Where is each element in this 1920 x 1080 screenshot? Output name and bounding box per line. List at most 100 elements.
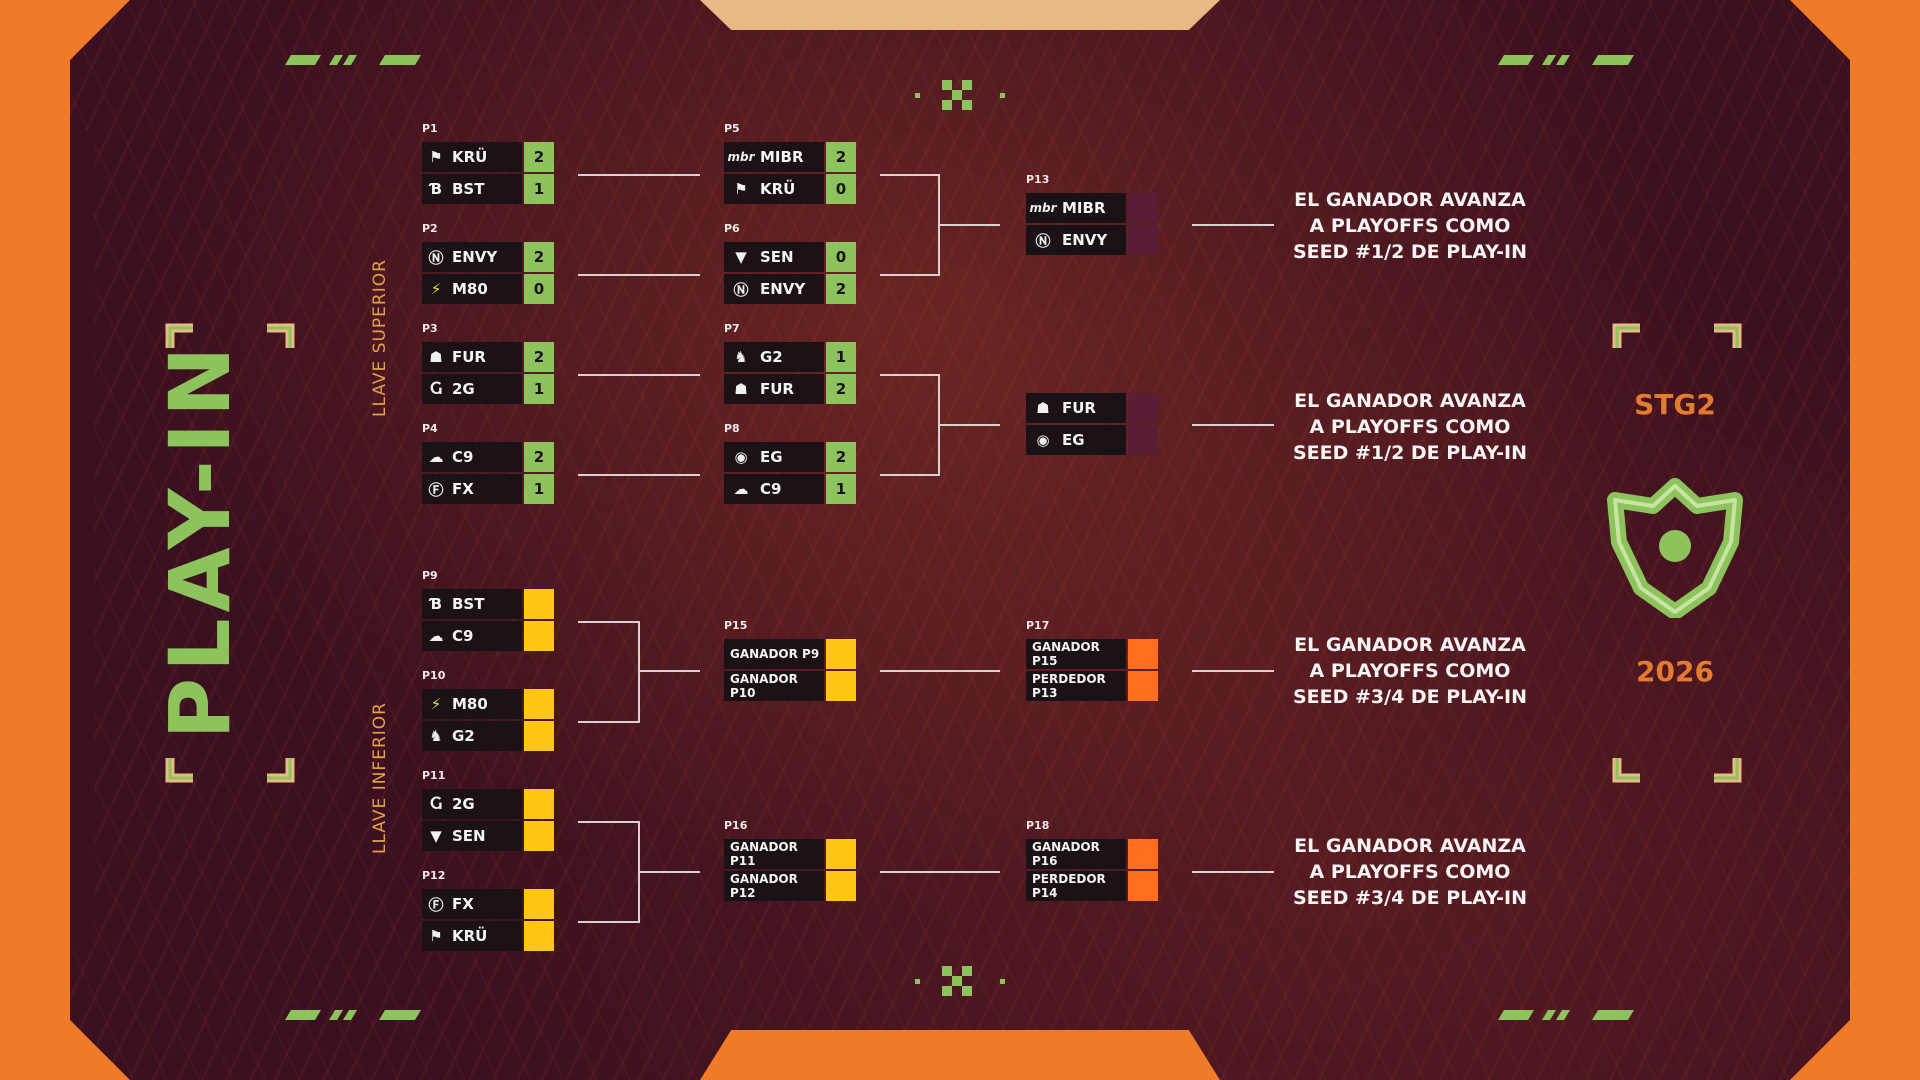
- cloud9-logo-icon: ☁: [733, 480, 749, 498]
- eg-logo-icon: ◉: [1036, 431, 1050, 449]
- team-slot: ☁C9: [422, 442, 522, 472]
- team-slot: ◉EG: [1026, 425, 1126, 455]
- match-label-p11: P11: [422, 769, 446, 782]
- score-box: [1128, 393, 1158, 423]
- furia-logo-icon: ☗: [1036, 399, 1050, 417]
- score-box: [826, 871, 856, 901]
- connector-p5-out: [880, 174, 940, 176]
- score-box: [826, 639, 856, 669]
- connector-p15-p17: [880, 670, 1000, 672]
- match-row: ▼SEN: [422, 821, 554, 851]
- match-label-p15: P15: [724, 619, 748, 632]
- team-slot: ⚑KRÜ: [422, 142, 522, 172]
- score-box: [524, 821, 554, 851]
- match-p18[interactable]: GANADOR P16 PERDEDOR P14: [1026, 839, 1158, 903]
- result-line: SEED #1/2 DE PLAY-IN: [1292, 241, 1528, 263]
- team-name: MIBR: [1062, 199, 1106, 217]
- fx-logo-icon: Ⓕ: [428, 895, 444, 914]
- page-title: PLAY-IN: [151, 340, 249, 740]
- bst-logo-icon: Ɓ: [429, 180, 443, 198]
- match-row: mbr MIBR: [1026, 193, 1158, 223]
- checker-icon-bottom: [915, 966, 1005, 996]
- score-box: [826, 839, 856, 869]
- match-row: GANADOR P11: [724, 839, 856, 869]
- team-name: 2G: [452, 795, 475, 813]
- result-line: A PLAYOFFS COMO: [1309, 861, 1511, 883]
- team-slot: GANADOR P9: [724, 639, 824, 669]
- score-box: [1128, 425, 1158, 455]
- match-row: PERDEDOR P14: [1026, 871, 1158, 901]
- team-name: 2G: [452, 380, 475, 398]
- team-name: FX: [452, 480, 474, 498]
- connector-p14-result: [1192, 424, 1274, 426]
- match-p14[interactable]: ☗FUR ◉EG: [1026, 393, 1158, 457]
- match-row: GANADOR P15: [1026, 639, 1158, 669]
- team-slot: ▼SEN: [724, 242, 824, 272]
- team-slot: GANADOR P10: [724, 671, 824, 701]
- match-p16[interactable]: GANADOR P11 GANADOR P12: [724, 839, 856, 903]
- team-name: G2: [452, 727, 475, 745]
- mibr-logo-icon: mbr: [1029, 201, 1057, 215]
- frame-left-strip: [0, 0, 70, 1080]
- event-year: 2026: [1636, 655, 1714, 688]
- team-slot: ♞G2: [422, 721, 522, 751]
- score-box: 2: [826, 374, 856, 404]
- score-box: 2: [826, 142, 856, 172]
- connector-p17-result: [1192, 670, 1274, 672]
- score-box: 0: [524, 274, 554, 304]
- score-box: 1: [524, 174, 554, 204]
- team-name: C9: [760, 480, 782, 498]
- score-box: 1: [826, 474, 856, 504]
- team-name: M80: [452, 695, 488, 713]
- match-label-p13: P13: [1026, 173, 1050, 186]
- match-p17[interactable]: GANADOR P15 PERDEDOR P13: [1026, 639, 1158, 703]
- match-label-p8: P8: [724, 422, 740, 435]
- connector-p3-p7: [578, 374, 700, 376]
- team-slot: ⚡M80: [422, 274, 522, 304]
- match-p15[interactable]: GANADOR P9 GANADOR P10: [724, 639, 856, 703]
- kru-logo-icon: ⚑: [429, 927, 443, 945]
- score-box: [1128, 193, 1158, 223]
- result-text-3: EL GANADOR AVANZA A PLAYOFFS COMO SEED #…: [1280, 632, 1540, 710]
- match-label-p17: P17: [1026, 619, 1050, 632]
- score-box: [524, 689, 554, 719]
- team-name: GANADOR P9: [730, 647, 820, 661]
- cloud9-logo-icon: ☁: [428, 627, 444, 645]
- mibr-logo-icon: mbr: [727, 150, 755, 164]
- score-box: [1128, 225, 1158, 255]
- match-row: GANADOR P10: [724, 671, 856, 701]
- match-label-p3: P3: [422, 322, 438, 335]
- g2-logo-icon: ♞: [734, 348, 748, 366]
- team-name: SEN: [452, 827, 486, 845]
- team-slot: Ɓ BST: [422, 174, 522, 204]
- connector-p7-out: [880, 374, 940, 376]
- team-name: BST: [452, 180, 485, 198]
- score-box: [1128, 671, 1158, 701]
- team-name: GANADOR P15: [1032, 640, 1100, 668]
- connector-p4-p8: [578, 474, 700, 476]
- team-name: BST: [452, 595, 485, 613]
- match-p10[interactable]: ⚡M80 ♞G2: [422, 689, 554, 753]
- match-label-p12: P12: [422, 869, 446, 882]
- envy-logo-icon: Ⓝ: [733, 280, 749, 299]
